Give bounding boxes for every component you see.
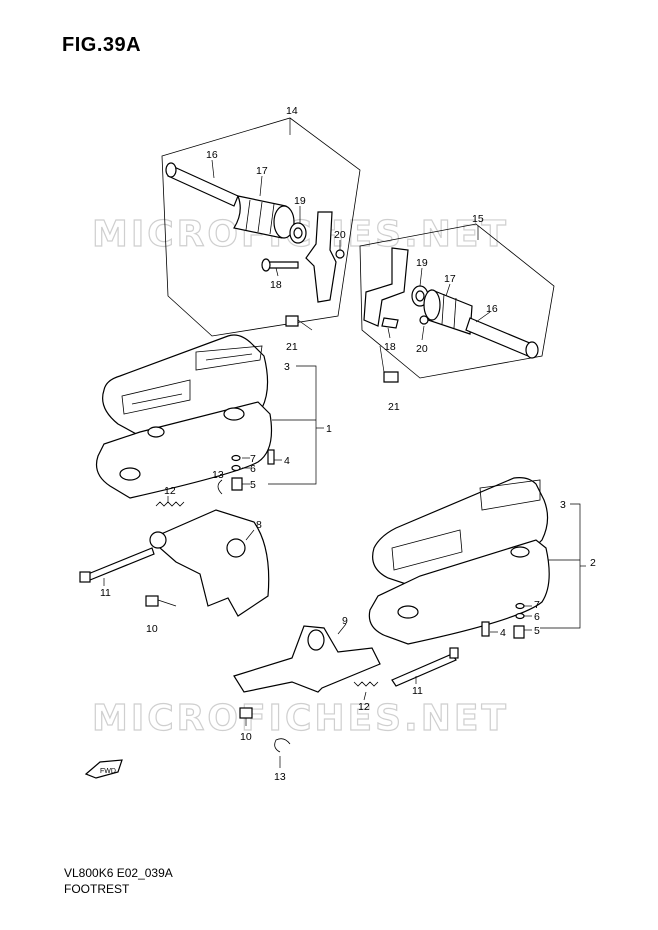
callout-8: 8 <box>256 519 262 531</box>
bracket-right <box>233 623 381 693</box>
callout-14: 14 <box>286 105 298 117</box>
callout-3a: 3 <box>284 361 290 373</box>
callout-13b: 13 <box>274 771 286 783</box>
callout-10b: 10 <box>240 731 252 743</box>
callout-18a: 18 <box>270 279 282 291</box>
long-bolt-right <box>391 647 459 687</box>
callout-16a: 16 <box>206 149 218 161</box>
bolt-left <box>145 595 177 607</box>
callout-9: 9 <box>342 615 348 627</box>
peg-assembly-left <box>161 117 361 337</box>
footboard-left <box>95 334 324 499</box>
callout-20a: 20 <box>334 229 346 241</box>
footboard-right <box>368 477 586 645</box>
callout-5a: 5 <box>250 479 256 491</box>
callout-19a: 19 <box>294 195 306 207</box>
callout-4a: 4 <box>284 455 290 467</box>
callout-7b: 7 <box>534 599 540 611</box>
callout-12b: 12 <box>358 701 370 713</box>
callout-7a: 7 <box>250 453 256 465</box>
callout-16b: 16 <box>486 303 498 315</box>
figure-title: FIG.39A <box>62 34 142 56</box>
callout-15: 15 <box>472 213 484 225</box>
callout-11b: 11 <box>412 685 423 697</box>
callout-13a: 13 <box>212 469 224 481</box>
fwd-label: FWD <box>100 768 116 775</box>
callout-18b: 18 <box>384 341 396 353</box>
callout-21b: 21 <box>388 401 400 413</box>
figure-code: VL800K6 E02_039A <box>64 866 173 880</box>
callout-10a: 10 <box>146 623 158 635</box>
fwd-arrow-icon: FWD <box>84 759 123 779</box>
clip-right <box>274 738 291 768</box>
callout-20b: 20 <box>416 343 428 355</box>
watermark-bottom: MICROFICHES.NET <box>92 698 509 739</box>
spring-left <box>155 496 185 507</box>
callout-4b: 4 <box>500 627 506 639</box>
figure-name: FOOTREST <box>64 882 130 896</box>
callout-3b: 3 <box>560 499 566 511</box>
callout-21a: 21 <box>286 341 298 353</box>
long-bolt-left <box>79 547 155 586</box>
bolt-right <box>239 707 253 726</box>
callout-1: 1 <box>326 423 332 435</box>
callout-17a: 17 <box>256 165 268 177</box>
bracket-left <box>149 509 270 617</box>
callout-6b: 6 <box>534 611 540 623</box>
callout-11a: 11 <box>100 587 111 599</box>
peg-assembly-right <box>359 223 555 383</box>
callout-6a: 6 <box>250 463 256 475</box>
callout-17b: 17 <box>444 273 456 285</box>
callout-19b: 19 <box>416 257 428 269</box>
spring-right <box>353 681 379 701</box>
callout-12a: 12 <box>164 485 176 497</box>
callout-2: 2 <box>590 557 596 569</box>
callout-5b: 5 <box>534 625 540 637</box>
